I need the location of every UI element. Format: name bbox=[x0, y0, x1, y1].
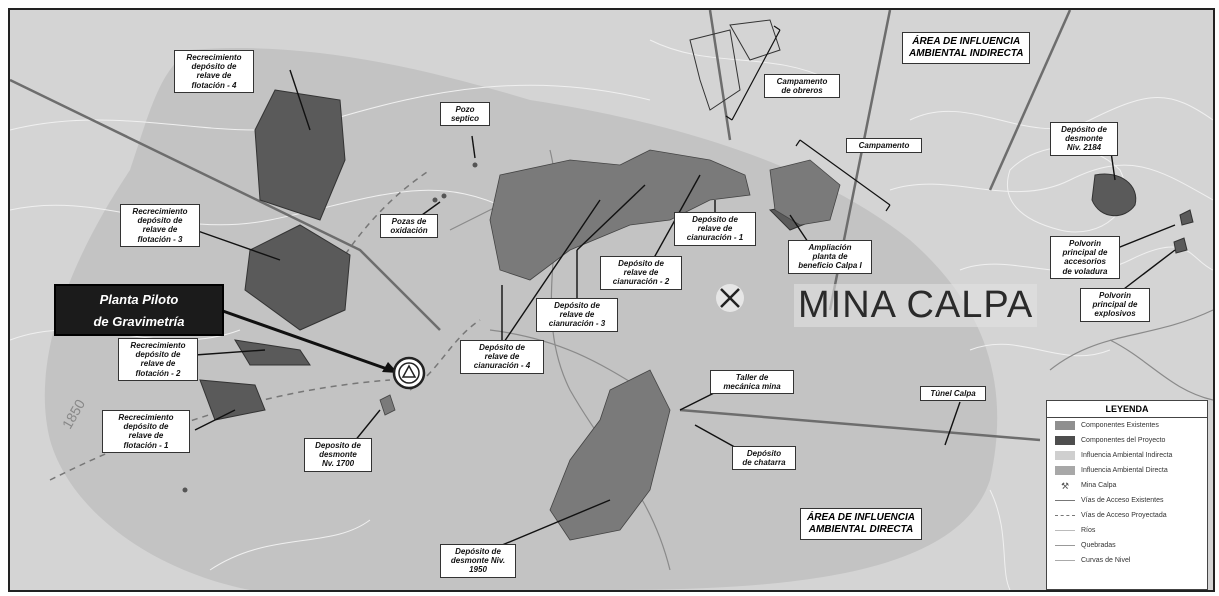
label-cianuracion-4: Depósito de relave de cianuración - 4 bbox=[460, 340, 544, 374]
legend-item-label: Componentes del Proyecto bbox=[1081, 437, 1166, 444]
planta-pointer-line bbox=[219, 308, 391, 372]
legend-item-label: Vías de Acceso Proyectada bbox=[1081, 512, 1167, 519]
label-campamento: Campamento bbox=[846, 138, 922, 154]
mine-name-label: MINA CALPA bbox=[794, 284, 1038, 327]
label-cianuracion-3: Depósito de relave de cianuración - 3 bbox=[536, 298, 618, 332]
mine-symbol bbox=[716, 284, 744, 312]
legend-item: Vías de Acceso Proyectada bbox=[1047, 508, 1207, 523]
legend-item-label: Influencia Ambiental Indirecta bbox=[1081, 452, 1173, 459]
label-deposito-desmonte-2184: Depósito de desmonte Niv. 2184 bbox=[1050, 122, 1118, 156]
legend-item: Quebradas bbox=[1047, 538, 1207, 553]
legend-item: ⚒ Mina Calpa bbox=[1047, 478, 1207, 493]
legend-item-label: Mina Calpa bbox=[1081, 482, 1117, 489]
legend-line-sample bbox=[1055, 530, 1075, 531]
small-ponds bbox=[182, 162, 478, 493]
mine-icon: ⚒ bbox=[1060, 481, 1070, 491]
brackets bbox=[725, 25, 891, 212]
legend-swatch bbox=[1055, 466, 1075, 475]
label-taller-mecanica: Taller de mecánica mina bbox=[710, 370, 794, 395]
label-deposito-chatarra: Depósito de chatarra bbox=[732, 446, 796, 471]
area-indirect-label: ÁREA DE INFLUENCIA AMBIENTAL INDIRECTA bbox=[902, 32, 1031, 64]
legend-item: Componentes Existentes bbox=[1047, 418, 1207, 433]
existing-components bbox=[379, 149, 841, 541]
planta-piloto-label: Planta Piloto de Gravimetría bbox=[54, 284, 224, 336]
legend-line-sample bbox=[1055, 515, 1075, 516]
legend-item-label: Ríos bbox=[1081, 527, 1096, 534]
legend-item-label: Curvas de Nivel bbox=[1081, 557, 1131, 564]
legend-swatch bbox=[1055, 451, 1075, 460]
legend-item: Ríos bbox=[1047, 523, 1207, 538]
label-cianuracion-2: Depósito de relave de cianuración - 2 bbox=[600, 256, 682, 290]
legend-item-label: Influencia Ambiental Directa bbox=[1081, 467, 1168, 474]
legend-swatch bbox=[1055, 436, 1075, 445]
camp-buildings bbox=[689, 19, 781, 111]
legend-line-sample bbox=[1055, 560, 1075, 561]
label-tunel-calpa: Túnel Calpa bbox=[920, 386, 986, 402]
legend-item-label: Quebradas bbox=[1081, 542, 1116, 549]
label-recrecimiento-4: Recrecimiento depósito de relave de flot… bbox=[174, 50, 254, 93]
legend-line-sample bbox=[1055, 500, 1075, 501]
label-polvorin-explosivos: Polvorin principal de explosivos bbox=[1080, 288, 1150, 322]
label-cianuracion-1: Depósito de relave de cianuración - 1 bbox=[674, 212, 756, 246]
project-components bbox=[199, 89, 1194, 421]
legend-item-label: Vías de Acceso Existentes bbox=[1081, 497, 1164, 504]
legend-item: Influencia Ambiental Indirecta bbox=[1047, 448, 1207, 463]
legend-item: Influencia Ambiental Directa bbox=[1047, 463, 1207, 478]
map-frame: 1850 ÁREA DE INFLUENCIA AMBIENTAL INDIRE… bbox=[8, 8, 1215, 592]
label-pozas-oxidacion: Pozas de oxidación bbox=[380, 214, 438, 239]
legend-item: Componentes del Proyecto bbox=[1047, 433, 1207, 448]
label-deposito-desmonte-1700: Deposito de desmonte Nv. 1700 bbox=[304, 438, 372, 472]
legend-item: Curvas de Nivel bbox=[1047, 553, 1207, 568]
legend-item: Vías de Acceso Existentes bbox=[1047, 493, 1207, 508]
legend-line-sample bbox=[1055, 545, 1075, 546]
label-ampliacion-planta: Ampliación planta de beneficio Calpa I bbox=[788, 240, 872, 274]
legend-title: LEYENDA bbox=[1047, 401, 1207, 418]
label-recrecimiento-3: Recrecimiento depósito de relave de flot… bbox=[120, 204, 200, 247]
label-recrecimiento-2: Recrecimiento depósito de relave de flot… bbox=[118, 338, 198, 381]
planta-piloto-symbol bbox=[392, 356, 426, 390]
label-recrecimiento-1: Recrecimiento depósito de relave de flot… bbox=[102, 410, 190, 453]
label-pozo-septico: Pozo septico bbox=[440, 102, 490, 127]
legend-swatch bbox=[1055, 421, 1075, 430]
leader-lines bbox=[194, 69, 1176, 549]
label-campamento-obreros: Campamento de obreros bbox=[764, 74, 840, 99]
legend-item-label: Componentes Existentes bbox=[1081, 422, 1159, 429]
area-direct-label: ÁREA DE INFLUENCIA AMBIENTAL DIRECTA bbox=[800, 508, 922, 540]
label-polvorin-accesorios: Polvorin principal de accesorios de vola… bbox=[1050, 236, 1120, 279]
label-deposito-desmonte-1950: Depósito de desmonte Niv. 1950 bbox=[440, 544, 516, 578]
